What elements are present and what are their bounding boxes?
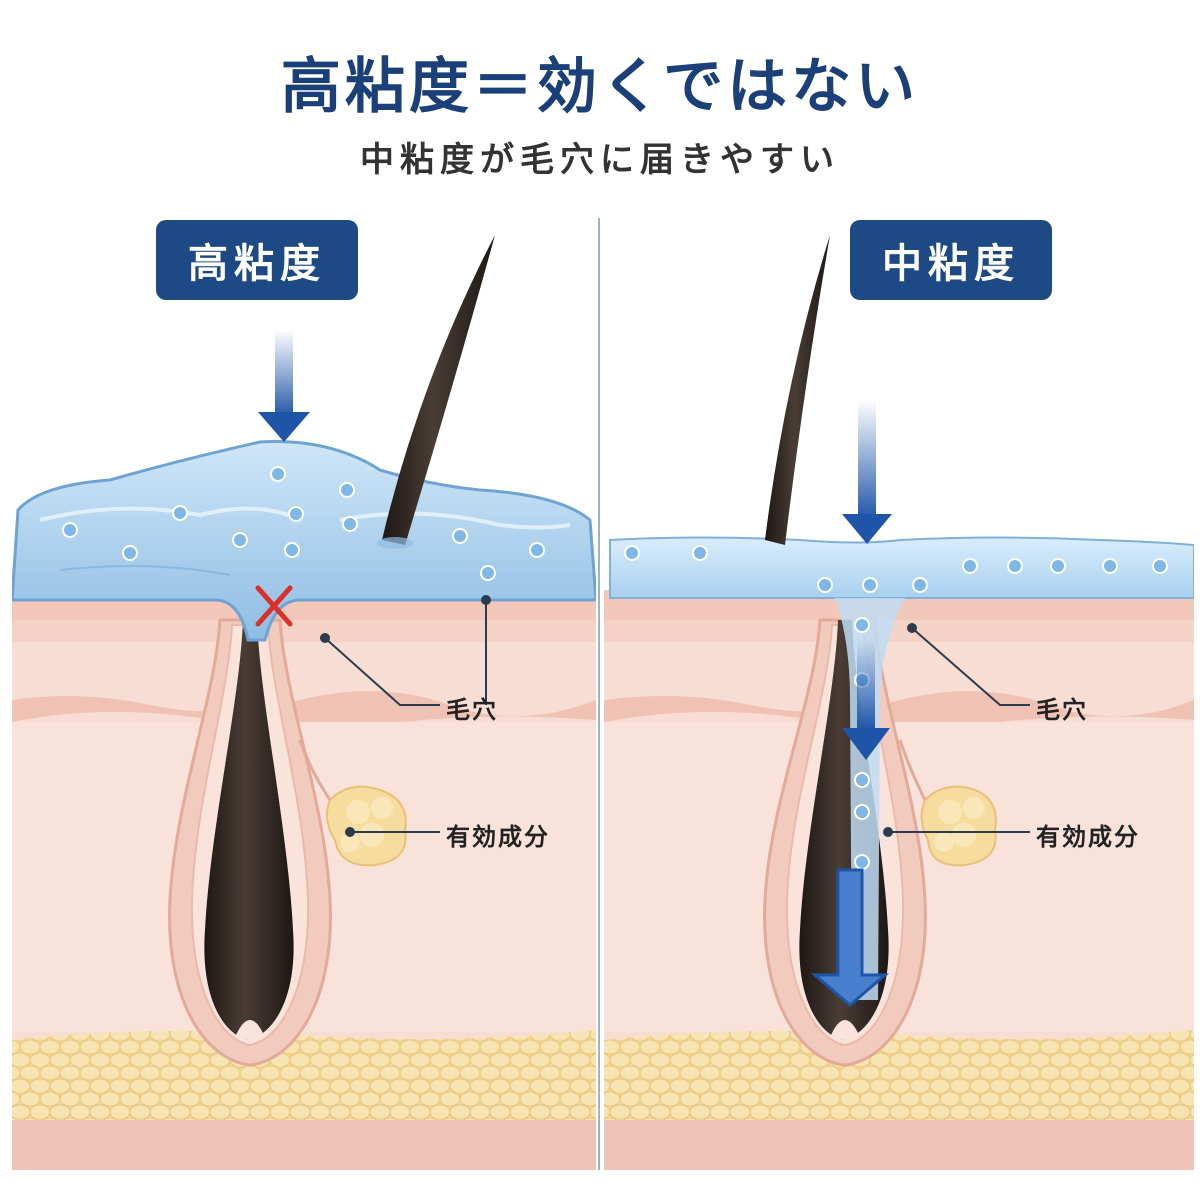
label-pore-left: 毛穴 [446,696,498,724]
right-panel [604,235,1194,1170]
label-pore-right: 毛穴 [1036,696,1088,724]
blocked-cross-icon [255,585,293,627]
page-subtitle: 中粘度が毛穴に届きやすい [360,140,840,180]
label-ingredient-left: 有効成分 [446,823,550,851]
badge-high-viscosity: 高粘度 [156,220,358,300]
gel-droplets [62,466,545,581]
pointer-lines [324,600,487,833]
page-title: 高粘度＝効くではない [280,52,920,122]
arrow-down-to-root-icon [810,868,890,1007]
arrow-down-icon [258,330,310,442]
fat-layer [12,1030,596,1120]
panel-divider [598,218,600,1170]
hair-shaft [765,235,830,545]
left-panel [12,235,596,1170]
medium-viscosity-gel [609,536,1194,599]
basal-layer [12,691,596,727]
label-ingredient-right: 有効成分 [1036,823,1140,851]
pointer-lines [888,627,1030,833]
bottom-dermis [12,1120,596,1170]
hair-shaft [382,235,495,545]
hair-root [204,620,294,1040]
arrow-down-into-pore-icon [842,640,890,760]
badge-medium-viscosity: 中粘度 [850,220,1052,300]
arrow-down-icon [842,400,892,544]
fat-layer [604,1030,1194,1120]
